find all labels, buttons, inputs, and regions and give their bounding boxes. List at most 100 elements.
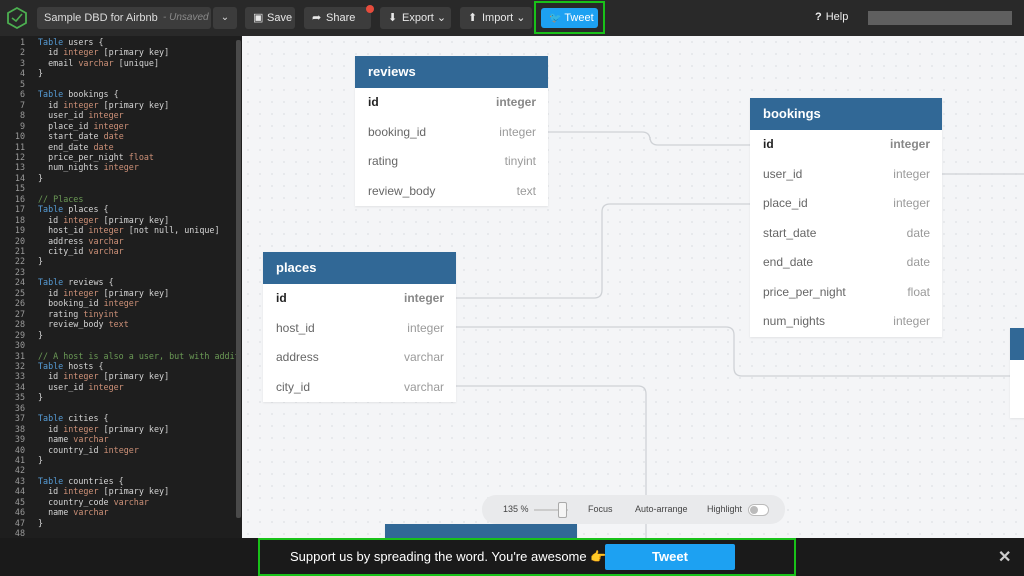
project-name[interactable]: Sample DBD for Airbnb - Unsaved [37, 7, 211, 29]
code-line[interactable]: id integer [primary key] [38, 486, 170, 497]
field-name: id [763, 137, 774, 151]
help-button[interactable]: ?Help [815, 11, 848, 23]
code-line[interactable]: start_date date [38, 131, 124, 142]
line-number: 46 [14, 507, 25, 518]
table-partial-right[interactable] [1010, 328, 1024, 418]
code-line[interactable]: Table reviews { [38, 277, 114, 288]
app-logo-icon[interactable] [6, 7, 28, 29]
code-line[interactable]: id integer [primary key] [38, 99, 170, 110]
line-number: 41 [14, 455, 25, 465]
code-line[interactable]: Table bookings { [38, 89, 119, 100]
code-line[interactable]: country_code varchar [38, 496, 149, 507]
chevron-down-icon: ⌄ [436, 12, 447, 24]
code-line[interactable]: price_per_night float [38, 151, 154, 162]
code-line[interactable]: address varchar [38, 235, 124, 246]
code-line[interactable]: } [38, 68, 44, 79]
line-number: 15 [14, 183, 25, 194]
code-line[interactable]: } [38, 329, 44, 340]
code-line[interactable]: review_body text [38, 319, 129, 330]
code-line[interactable]: Table hosts { [38, 360, 104, 371]
banner-tweet-button[interactable]: Tweet [605, 544, 735, 570]
code-line[interactable]: // A host is also a user, but with addit [38, 350, 240, 361]
table-header[interactable]: bookings [750, 98, 942, 130]
code-line[interactable]: country_id integer [38, 444, 139, 455]
code-line[interactable]: } [38, 517, 44, 528]
code-line[interactable]: user_id integer [38, 110, 124, 121]
highlight-toggle[interactable] [748, 504, 769, 516]
code-line[interactable]: name varchar [38, 507, 109, 518]
code-line[interactable]: num_nights integer [38, 162, 139, 173]
code-line[interactable]: Table countries { [38, 475, 124, 486]
field-type: integer [889, 137, 930, 151]
project-menu-button[interactable]: ⌄ [213, 7, 237, 29]
table-field-row[interactable]: id integer [750, 130, 942, 160]
code-line[interactable]: end_date date [38, 141, 114, 152]
code-line[interactable]: Table cities { [38, 413, 109, 424]
field-name: num_nights [763, 314, 826, 328]
focus-button[interactable]: Focus [588, 504, 613, 514]
table-header[interactable]: reviews [355, 56, 548, 88]
zoom-slider-track[interactable] [534, 509, 568, 511]
tweet-button[interactable]: 🐦 Tweet [541, 8, 598, 28]
field-name: end_date [763, 255, 814, 269]
zoom-slider-thumb[interactable] [558, 502, 567, 518]
user-account-bar[interactable] [868, 11, 1012, 25]
code-line[interactable]: place_id integer [38, 120, 129, 131]
auto-arrange-button[interactable]: Auto-arrange [635, 504, 688, 514]
code-line[interactable]: } [38, 455, 44, 465]
line-number: 43 [14, 475, 25, 486]
code-line[interactable]: id integer [primary key] [38, 287, 170, 298]
export-button[interactable]: ⬇Export ⌄ [380, 7, 451, 29]
line-number: 24 [14, 277, 25, 288]
code-line[interactable]: email varchar [unique] [38, 57, 160, 68]
editor-scrollbar[interactable] [236, 40, 241, 518]
line-number: 47 [14, 517, 25, 528]
table-header-partial [1010, 328, 1024, 360]
import-button[interactable]: ⬆Import ⌄ [460, 7, 532, 29]
code-line[interactable]: id integer [primary key] [38, 214, 170, 225]
line-number: 20 [14, 235, 25, 246]
save-button[interactable]: ▣Save [245, 7, 295, 29]
code-line[interactable]: } [38, 172, 44, 183]
code-line[interactable]: rating tinyint [38, 308, 119, 319]
code-line[interactable]: id integer [primary key] [38, 423, 170, 434]
line-number: 28 [14, 319, 25, 330]
table-header[interactable]: places [263, 252, 456, 284]
table-partial-bottom[interactable] [385, 524, 577, 538]
code-line[interactable]: id integer [primary key] [38, 371, 170, 382]
code-line[interactable]: id integer [primary key] [38, 47, 170, 58]
line-number: 39 [14, 434, 25, 445]
code-line[interactable]: } [38, 392, 44, 403]
code-line[interactable]: city_id varchar [38, 246, 124, 256]
code-line[interactable]: host_id integer [not null, unique] [38, 225, 220, 236]
code-line[interactable]: Table places { [38, 204, 109, 215]
code-line[interactable]: user_id integer [38, 381, 124, 392]
code-line[interactable]: } [38, 256, 44, 267]
share-button[interactable]: ➦Share [304, 7, 371, 29]
code-line[interactable]: // Places [38, 193, 84, 204]
code-line[interactable]: Table users { [38, 37, 104, 47]
close-icon[interactable]: ✕ [998, 549, 1012, 566]
code-line[interactable]: booking_id integer [38, 298, 139, 309]
code-line[interactable]: name varchar [38, 434, 109, 445]
line-number: 42 [14, 465, 25, 476]
